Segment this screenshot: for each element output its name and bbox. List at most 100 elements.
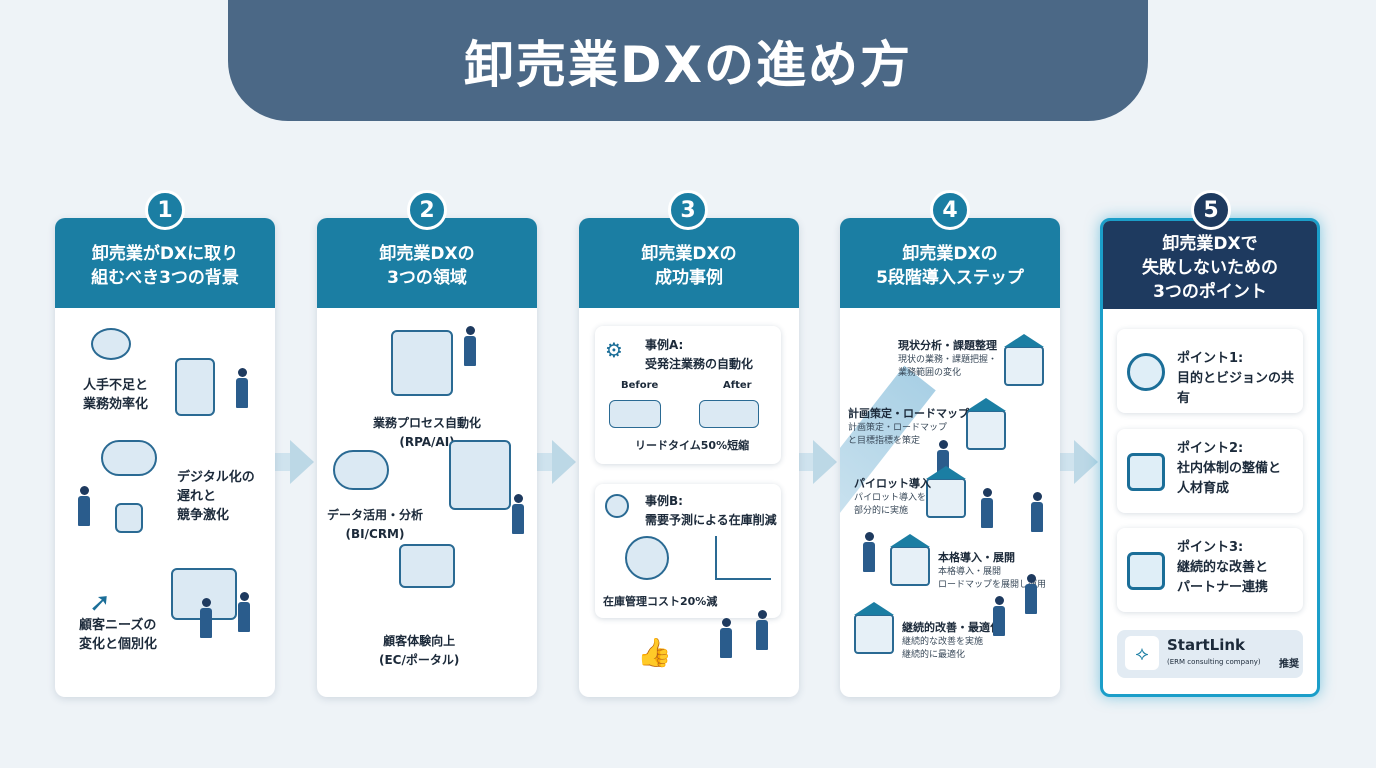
cloud-database-icon: [333, 450, 389, 490]
database-icon: [449, 440, 511, 510]
system-flow-icon: [699, 400, 759, 428]
cloud-icon: [101, 440, 157, 476]
card-background: 卸売業DXで失敗しないための 3つのポイント ポイント1:目的とビジョンの共有 ポ…: [1100, 218, 1320, 697]
card-header: 卸売業DXで失敗しないための 3つのポイント: [1103, 221, 1317, 309]
step-number-4: 4: [930, 190, 970, 230]
person-icon: [1030, 492, 1044, 534]
person-icon: [1024, 574, 1038, 616]
card-title: 卸売業DXの: [902, 244, 998, 264]
person-icon: [980, 488, 994, 530]
arrow-icon: [793, 440, 837, 484]
page-title: 卸売業DXの進め方: [463, 35, 913, 94]
step-desc: 現状の業務・課題把握・業務範囲の変化: [898, 355, 998, 378]
step-title: 計画策定・ロードマップ: [848, 407, 969, 420]
card-header: 卸売業DXの 3つの領域: [317, 218, 537, 308]
handshake-icon: [1127, 552, 1165, 590]
card-title: 卸売業がDXに取り: [91, 244, 239, 264]
card-header: 卸売業DXの成功事例: [579, 218, 799, 308]
card-background: 卸売業がDXに取り組むべき3つの背景 人手不足と業務効率化 デジタル化の遅れと競…: [55, 218, 275, 697]
domain-item-2: データ活用・分析(BI/CRM): [327, 508, 424, 541]
monitor-icon: [115, 503, 143, 533]
case-b-box: 事例B:需要予測による在庫削減 在庫管理コスト20%減: [595, 484, 781, 618]
card-title: 3つの領域: [387, 268, 467, 288]
card-title: 組むべき3つの背景: [91, 268, 239, 288]
title-banner: 卸売業DXの進め方: [228, 0, 1148, 121]
arrow-icon: [270, 440, 314, 484]
target-icon: [1127, 353, 1165, 391]
card-title: 3つのポイント: [1153, 282, 1267, 302]
gear-icon: [91, 328, 131, 360]
person-icon: [719, 618, 733, 660]
step-title: 本格導入・展開: [938, 551, 1015, 564]
ecommerce-monitor-icon: [399, 544, 455, 588]
crystal-ball-icon: [605, 494, 629, 518]
process-cube-icon: [391, 330, 453, 396]
person-icon: [992, 596, 1006, 638]
person-icon: [199, 598, 213, 640]
rocket-icon: [926, 466, 966, 518]
background-item-3: 顧客ニーズの変化と個別化: [79, 618, 158, 652]
person-icon: [755, 610, 769, 664]
domain-item-3: 顧客体験向上(EC/ポータル): [379, 634, 460, 667]
point-1: ポイント1:目的とビジョンの共有: [1117, 329, 1303, 413]
background-item-2: デジタル化の遅れと競争激化: [177, 470, 255, 523]
person-icon: [235, 368, 249, 410]
person-icon: [862, 532, 876, 574]
step-number-1: 1: [145, 190, 185, 230]
paper-stack-icon: [609, 400, 661, 428]
arrow-icon: [1054, 440, 1098, 484]
background-item-1: 人手不足と業務効率化: [83, 378, 149, 412]
partner-tag: 推奨: [1279, 659, 1299, 670]
step-desc: パイロット導入を部分的に実施: [854, 493, 927, 516]
point-3: ポイント3:継続的な改善とパートナー連携: [1117, 528, 1303, 612]
startlink-logo-icon: ⟡: [1125, 636, 1159, 670]
step-title: パイロット導入: [854, 477, 931, 490]
card-title: 卸売業DXの: [379, 244, 475, 264]
arrow-icon: [532, 440, 576, 484]
card-background: 卸売業DXの成功事例 ⚙ 事例A:受発注業務の自動化 Before After …: [579, 218, 799, 697]
case-b-result: 在庫管理コスト20%減: [603, 595, 718, 608]
step-number-3: 3: [668, 190, 708, 230]
step-number-2: 2: [407, 190, 447, 230]
crystal-ball-icon: [625, 536, 669, 580]
trend-arrow-icon: ➚: [89, 588, 111, 618]
person-icon: [77, 486, 91, 528]
step-desc: 計画策定・ロードマップと目標指標を策定: [848, 423, 948, 446]
card-title: 失敗しないための: [1142, 258, 1278, 278]
thumbs-up-icon: 👍: [637, 636, 672, 669]
search-icon: [854, 602, 894, 654]
map-icon: [966, 398, 1006, 450]
case-a-title: 事例A:受発注業務の自動化: [645, 338, 754, 371]
declining-chart-icon: [715, 536, 771, 580]
bar-chart-icon: [175, 358, 215, 416]
person-icon: [463, 326, 477, 368]
partner-sub: (ERM consulting company): [1167, 658, 1261, 666]
step-desc: 継続的な改善を実施継続的に最適化: [902, 637, 984, 660]
step-title: 継続的改善・最適化: [902, 621, 1001, 634]
card-title: 成功事例: [655, 268, 723, 288]
case-a-result: リードタイム50%短縮: [635, 439, 750, 452]
team-icon: [1127, 453, 1165, 491]
before-label: Before: [621, 380, 659, 391]
card-title: 卸売業DXの: [641, 244, 737, 264]
step-number-5: 5: [1191, 190, 1231, 230]
step-title: 現状分析・課題整理: [898, 339, 997, 352]
after-label: After: [723, 380, 752, 391]
step-desc: 本格導入・展開ロードマップを展開し運用: [938, 567, 1047, 590]
domain-item-1: 業務プロセス自動化(RPA/AI): [373, 416, 482, 449]
network-icon: [890, 534, 930, 586]
point-2: ポイント2:社内体制の整備と人材育成: [1117, 429, 1303, 513]
partner-name: StartLink: [1167, 636, 1246, 654]
card-background: 卸売業DXの 3つの領域 業務プロセス自動化(RPA/AI) データ活用・分析(B…: [317, 218, 537, 697]
card-header: 卸売業がDXに取り組むべき3つの背景: [55, 218, 275, 308]
person-icon: [511, 494, 525, 536]
case-a-box: ⚙ 事例A:受発注業務の自動化 Before After リードタイム50%短縮: [595, 326, 781, 464]
search-icon: [1004, 334, 1044, 386]
card-title: 卸売業DXで: [1162, 234, 1258, 254]
case-b-title: 事例B:需要予測による在庫削減: [645, 494, 777, 527]
partner-badge: ⟡ StartLink (ERM consulting company) 推奨: [1117, 630, 1303, 678]
person-icon: [237, 592, 251, 634]
robot-arm-icon: ⚙: [605, 338, 623, 362]
